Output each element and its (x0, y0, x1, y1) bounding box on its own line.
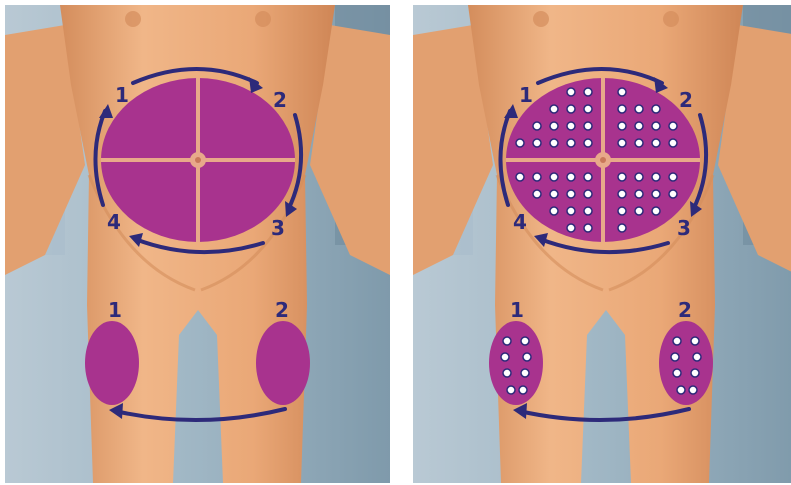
injection-point-dot (635, 122, 643, 130)
injection-point-dot (550, 139, 558, 147)
injection-point-dot (618, 190, 626, 198)
injection-point-dot (673, 337, 681, 345)
injection-point-dot (550, 105, 558, 113)
injection-point-dot (652, 173, 660, 181)
thigh-injection-zone-left (85, 321, 139, 405)
injection-point-dot (516, 139, 524, 147)
body-illustration-right: 1 2 3 4 1 2 (413, 5, 791, 483)
injection-point-dot (635, 139, 643, 147)
injection-point-dot (689, 386, 697, 394)
thigh-label-2: 2 (275, 298, 289, 322)
injection-point-dot (584, 173, 592, 181)
injection-point-dot (652, 122, 660, 130)
injection-point-dot (584, 207, 592, 215)
thigh-label-1: 1 (510, 298, 524, 322)
nipple-right (255, 11, 271, 27)
injection-point-dot (635, 207, 643, 215)
thigh-label-1: 1 (108, 298, 122, 322)
navel-center (600, 157, 606, 163)
thigh-label-2: 2 (678, 298, 692, 322)
injection-point-dot (618, 88, 626, 96)
injection-point-dot (521, 369, 529, 377)
injection-point-dot (584, 190, 592, 198)
injection-point-dot (550, 122, 558, 130)
injection-point-dot (669, 139, 677, 147)
injection-point-dot (618, 207, 626, 215)
thigh-injection-zone-right (659, 321, 713, 405)
injection-point-dot (503, 337, 511, 345)
injection-point-dot (550, 190, 558, 198)
abdomen-label-3: 3 (677, 216, 691, 240)
injection-point-dot (533, 190, 541, 198)
injection-point-dot (669, 122, 677, 130)
injection-point-dot (521, 337, 529, 345)
injection-point-dot (567, 139, 575, 147)
abdomen-label-3: 3 (271, 216, 285, 240)
injection-point-dot (671, 353, 679, 361)
injection-point-dot (567, 88, 575, 96)
injection-point-dot (516, 173, 524, 181)
injection-point-dot (584, 139, 592, 147)
injection-point-dot (635, 190, 643, 198)
injection-point-dot (550, 173, 558, 181)
injection-point-dot (567, 224, 575, 232)
thigh-injection-zone-right (256, 321, 310, 405)
injection-point-dot (533, 139, 541, 147)
nipple-left (125, 11, 141, 27)
body-illustration-left: 1 2 3 4 1 2 (5, 5, 390, 483)
injection-point-dot (567, 207, 575, 215)
injection-point-dot (567, 190, 575, 198)
injection-point-dot (691, 369, 699, 377)
injection-point-dot (635, 105, 643, 113)
injection-point-dot (533, 173, 541, 181)
injection-point-dot (618, 139, 626, 147)
injection-point-dot (523, 353, 531, 361)
right-panel: 1 2 3 4 1 2 (413, 5, 791, 483)
abdomen-label-1: 1 (115, 83, 129, 107)
injection-point-dot (567, 173, 575, 181)
injection-point-dot (519, 386, 527, 394)
injection-point-dot (501, 353, 509, 361)
injection-point-dot (691, 337, 699, 345)
injection-point-dot (669, 173, 677, 181)
nipple-left (533, 11, 549, 27)
navel-center (195, 157, 201, 163)
thigh-injection-zone-left (489, 321, 543, 405)
injection-point-dot (584, 224, 592, 232)
injection-point-dot (652, 207, 660, 215)
injection-point-dot (618, 105, 626, 113)
injection-point-dot (507, 386, 515, 394)
abdomen-label-1: 1 (519, 83, 533, 107)
abdomen-label-2: 2 (679, 88, 693, 112)
injection-point-dot (618, 173, 626, 181)
left-panel: 1 2 3 4 1 2 (5, 5, 390, 483)
injection-point-dot (677, 386, 685, 394)
injection-point-dot (584, 88, 592, 96)
injection-point-dot (567, 105, 575, 113)
abdomen-label-4: 4 (107, 210, 121, 234)
injection-point-dot (669, 190, 677, 198)
abdomen-label-4: 4 (513, 210, 527, 234)
nipple-right (663, 11, 679, 27)
injection-point-dot (618, 224, 626, 232)
injection-point-dot (584, 122, 592, 130)
injection-point-dot (652, 190, 660, 198)
injection-point-dot (584, 105, 592, 113)
injection-point-dot (503, 369, 511, 377)
injection-point-dot (550, 207, 558, 215)
injection-point-dot (673, 369, 681, 377)
injection-point-dot (567, 122, 575, 130)
injection-point-dot (635, 173, 643, 181)
abdomen-label-2: 2 (273, 88, 287, 112)
injection-point-dot (618, 122, 626, 130)
injection-point-dot (693, 353, 701, 361)
injection-point-dot (533, 122, 541, 130)
injection-point-dot (652, 139, 660, 147)
injection-point-dot (652, 105, 660, 113)
